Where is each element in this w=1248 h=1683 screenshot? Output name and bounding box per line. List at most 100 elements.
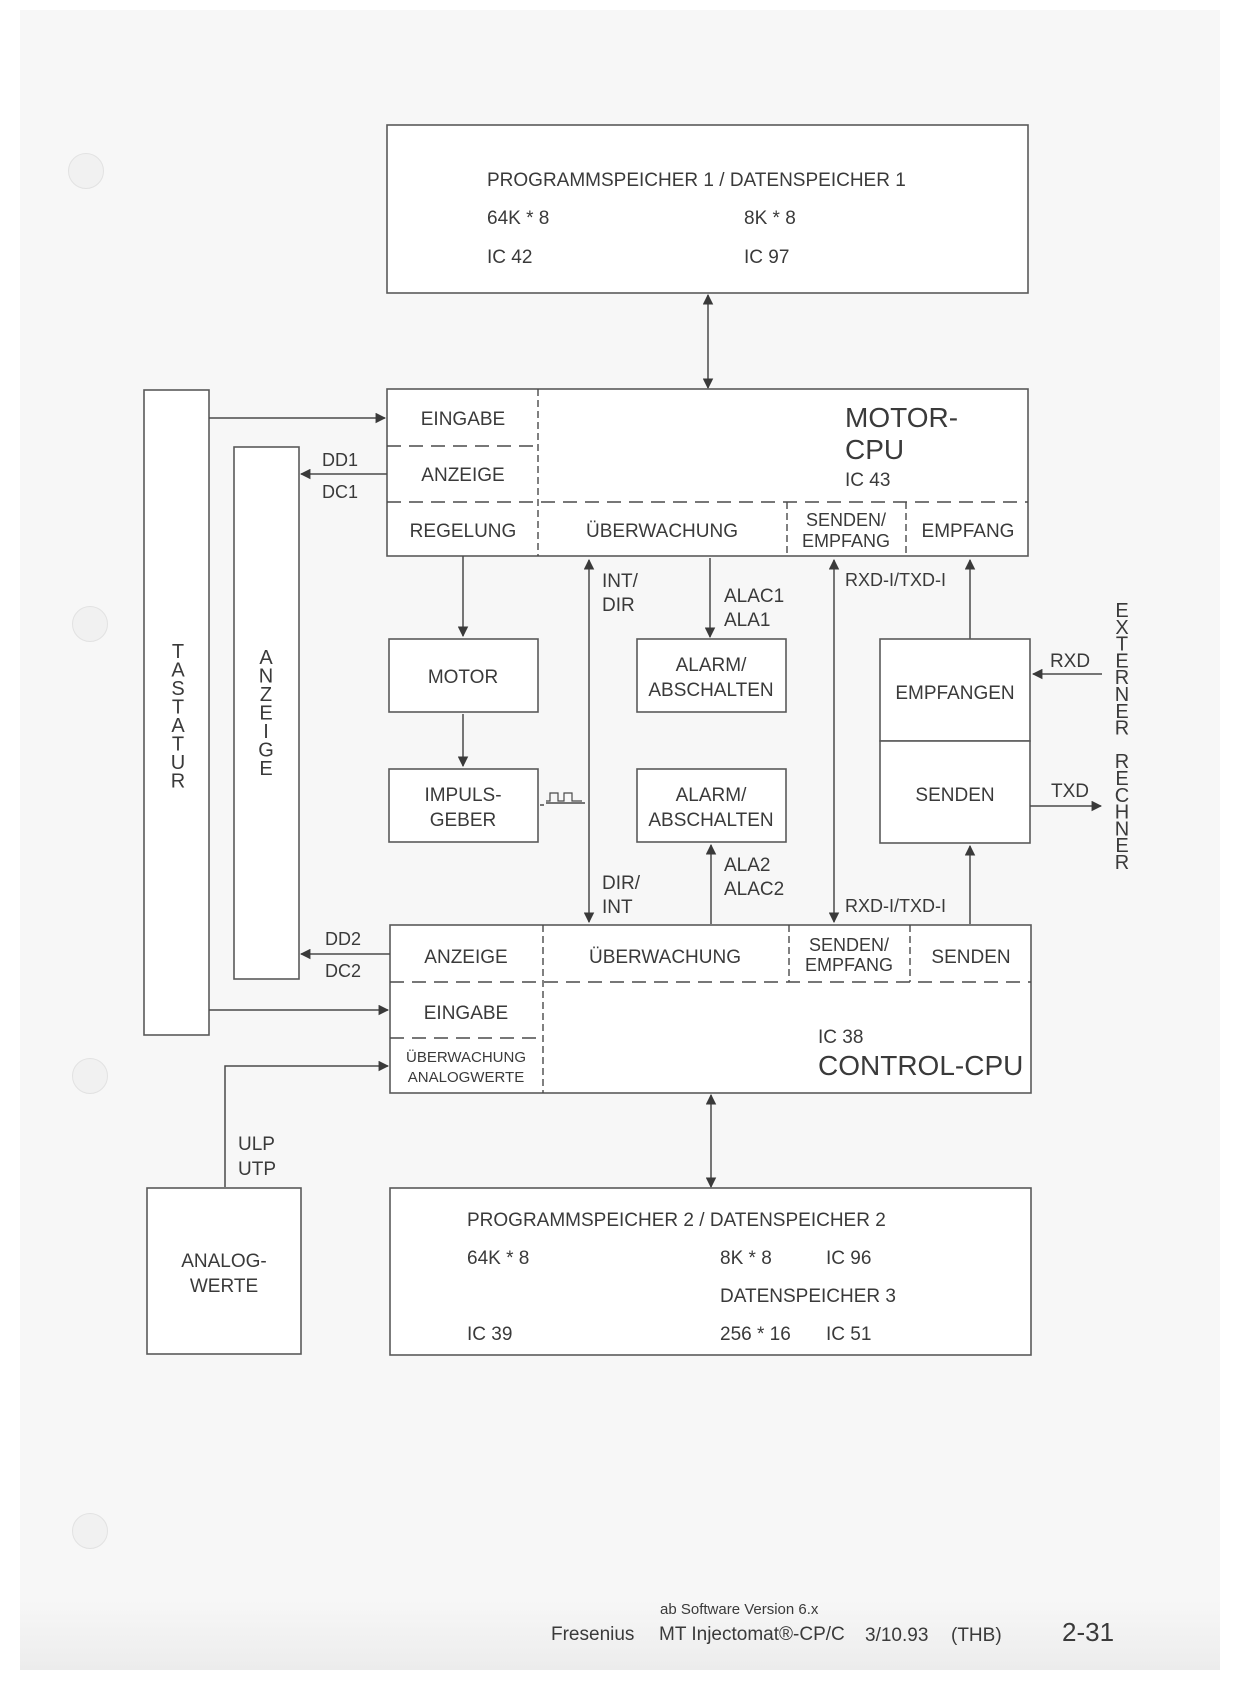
label-dc2: DC2 — [325, 961, 361, 981]
label-alac1: ALAC1 — [724, 586, 784, 607]
control-cpu-senden: SENDEN — [931, 947, 1010, 968]
tastatur-letter: A — [171, 660, 185, 682]
label-ulp: ULP — [238, 1134, 275, 1155]
alarm2-label-1: ALARM/ — [676, 785, 747, 806]
externer-rechner-letter: N — [1115, 818, 1129, 840]
tastatur-letter: T — [172, 734, 184, 756]
top-memory-box — [386, 124, 1029, 294]
externer-rechner-letter: R — [1115, 718, 1129, 740]
analogwerte-box — [146, 1187, 302, 1355]
label-dd1: DD1 — [322, 450, 358, 470]
motor-cpu-title-2: CPU — [845, 434, 904, 465]
externer-rechner-letter: E — [1115, 600, 1128, 622]
tastatur-letter: U — [171, 752, 185, 774]
binder-hole-1 — [68, 153, 104, 189]
externer-rechner-letter: X — [1115, 617, 1128, 639]
bottom-memory-title: PROGRAMMSPEICHER 2 / DATENSPEICHER 2 — [467, 1210, 886, 1231]
motor-cpu-empfang: EMPFANG — [922, 521, 1015, 542]
motor-cpu-ic: IC 43 — [845, 470, 890, 491]
alarm1-label-1: ALARM/ — [676, 655, 747, 676]
analogwerte-label-2: WERTE — [190, 1276, 258, 1297]
control-cpu-title: CONTROL-CPU — [818, 1050, 1023, 1081]
tastatur-letter: A — [171, 715, 185, 737]
anzeige-box — [233, 446, 300, 980]
bottom-memory-block: PROGRAMMSPEICHER 2 / DATENSPEICHER 2 64K… — [389, 1187, 1032, 1356]
pulse-waveform-icon — [546, 792, 582, 802]
motor-cpu-eingabe: EINGABE — [421, 409, 505, 430]
control-cpu-box — [389, 924, 1032, 1094]
label-rxd: RXD — [1050, 651, 1090, 672]
anzeige-vertical-letter: I — [263, 721, 269, 743]
control-cpu-senden-empfang-1: SENDEN/ — [809, 935, 889, 955]
footer-company: Fresenius — [551, 1624, 634, 1645]
externer-rechner-letter: R — [1115, 852, 1129, 874]
control-cpu-senden-empfang-2: EMPFANG — [805, 955, 893, 975]
tastatur-letter: S — [171, 678, 184, 700]
label-dir-int-2: INT — [602, 897, 633, 918]
externer-rechner-letter: E — [1115, 835, 1128, 857]
bottom-memory-box — [389, 1187, 1032, 1356]
analog-to-control-uew — [224, 1060, 390, 1187]
control-cpu-uew-analog-1: ÜBERWACHUNG — [406, 1048, 526, 1066]
label-alac2: ALAC2 — [724, 879, 784, 900]
bottom-memory-data-size: 8K * 8 — [720, 1248, 772, 1269]
senden-label: SENDEN — [915, 785, 994, 806]
top-memory-data-size: 8K * 8 — [744, 208, 796, 229]
impulsgeber-label-2: GEBER — [430, 810, 497, 831]
senden-box — [879, 740, 1031, 844]
empfangen-box — [879, 638, 1031, 742]
alarm2-label-2: ABSCHALTEN — [648, 810, 773, 831]
label-ala1: ALA1 — [724, 610, 770, 631]
control-cpu-ic: IC 38 — [818, 1027, 863, 1048]
control-cpu-anzeige: ANZEIGE — [424, 947, 507, 968]
anzeige-vertical-letter: Z — [260, 684, 272, 706]
footer-software-version: ab Software Version 6.x — [660, 1601, 819, 1618]
label-utp: UTP — [238, 1159, 276, 1180]
label-dir-int-1: DIR/ — [602, 873, 641, 894]
footer-page-number: 2-31 — [1062, 1617, 1114, 1647]
externer-rechner-letter: N — [1115, 684, 1129, 706]
alarm1-box — [636, 638, 787, 713]
motor-cpu-ueberwachung: ÜBERWACHUNG — [586, 521, 738, 542]
motor-cpu-title-1: MOTOR- — [845, 402, 958, 433]
anzeige-label: ANZEIGE — [258, 647, 274, 780]
anzeige-vertical-letter: G — [258, 740, 274, 762]
binder-hole-2 — [72, 606, 108, 642]
footer-author: (THB) — [951, 1625, 1002, 1646]
bottom-memory-data3-size: 256 * 16 — [720, 1324, 791, 1345]
motor-cpu-anzeige: ANZEIGE — [421, 465, 504, 486]
impulsgeber-box — [388, 768, 539, 843]
bottom-memory-prog-size: 64K * 8 — [467, 1248, 529, 1269]
control-cpu-eingabe: EINGABE — [424, 1003, 508, 1024]
bottom-memory-data3-title: DATENSPEICHER 3 — [720, 1286, 896, 1307]
anzeige-vertical-letter: A — [259, 647, 273, 669]
binder-hole-3 — [72, 1058, 108, 1094]
label-dd2: DD2 — [325, 929, 361, 949]
footer-date: 3/10.93 — [865, 1625, 928, 1646]
externer-rechner-letter: C — [1115, 785, 1129, 807]
tastatur-letter: T — [172, 697, 184, 719]
footer-shading — [20, 1600, 1220, 1670]
alarm2-box — [636, 768, 787, 843]
motor-cpu-regelung: REGELUNG — [410, 521, 517, 542]
impulse-connector — [540, 802, 585, 806]
motor-label: MOTOR — [428, 667, 498, 688]
top-memory-prog-ic: IC 42 — [487, 247, 532, 268]
externer-rechner-letter: T — [1116, 634, 1128, 656]
label-ala2: ALA2 — [724, 855, 770, 876]
motor-cpu-block: EINGABE ANZEIGE MOTOR- CPU IC 43 REGELUN… — [386, 388, 1029, 557]
empfangen-label: EMPFANGEN — [895, 683, 1014, 704]
control-cpu-block: ANZEIGE ÜBERWACHUNG SENDEN/ EMPFANG SEND… — [389, 924, 1032, 1094]
bottom-memory-data-ic: IC 96 — [826, 1248, 871, 1269]
bottom-memory-prog-ic: IC 39 — [467, 1324, 512, 1345]
control-cpu-ueberwachung: ÜBERWACHUNG — [589, 947, 741, 968]
externer-rechner-letter: H — [1115, 802, 1129, 824]
top-memory-data-ic: IC 97 — [744, 247, 789, 268]
tastatur-letter: R — [171, 771, 185, 793]
label-dc1: DC1 — [322, 482, 358, 502]
footer: ab Software Version 6.x Fresenius MT Inj… — [551, 1601, 1114, 1647]
bottom-memory-data3-ic: IC 51 — [826, 1324, 871, 1345]
motor-cpu-senden-empfang-1: SENDEN/ — [806, 510, 886, 530]
